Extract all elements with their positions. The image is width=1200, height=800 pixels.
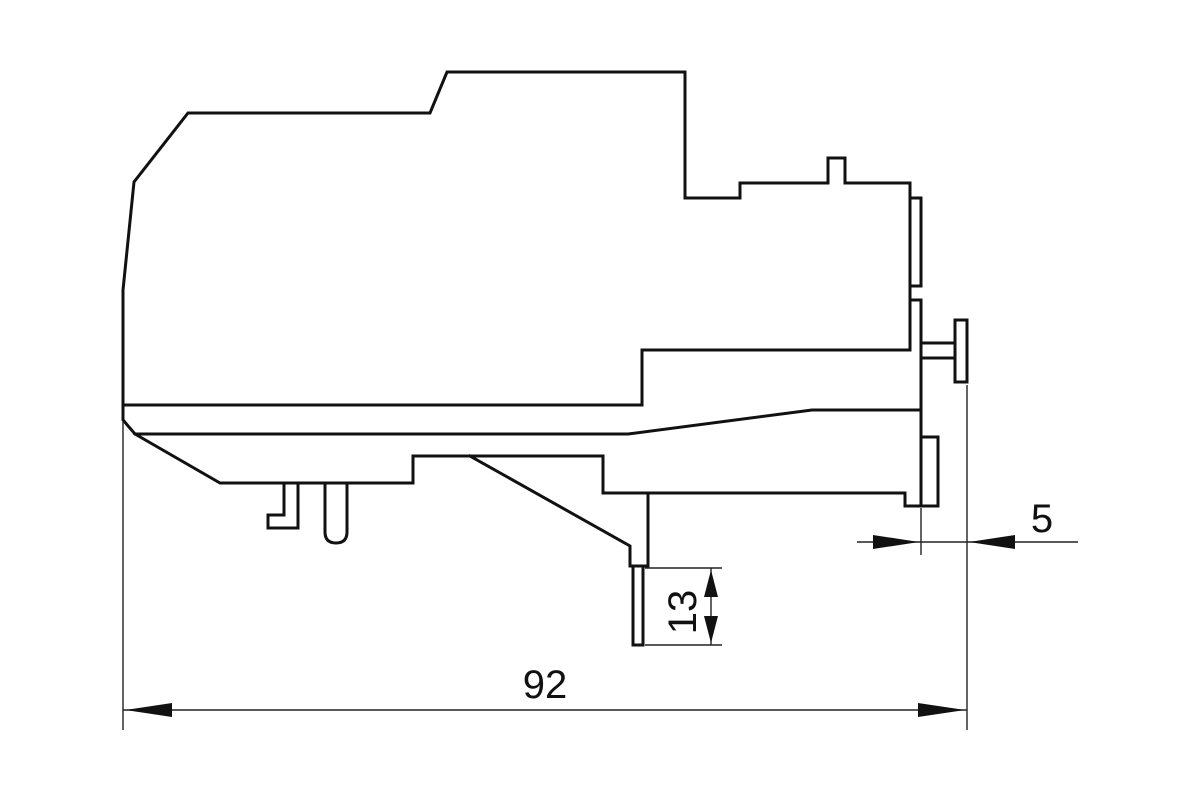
reset-button-cap [953,318,969,384]
right-lower-notch [919,408,940,508]
diagonal-brace [467,453,650,568]
pin-height-label: 13 [661,590,705,635]
reset-button-stem [921,341,957,360]
right-mid-notch [908,298,923,410]
upper-housing [121,70,912,407]
lower-base [132,431,923,508]
relay-body [121,70,969,647]
width-arrow-left [125,703,172,717]
dimension-width: 92 [122,385,968,730]
terminal-pin [631,564,645,647]
connector-leg-hook [266,481,300,530]
width-label: 92 [523,663,568,707]
dimension-pin-height: 13 [645,567,722,646]
pin-arrow-bottom [704,616,718,643]
middle-band [121,403,923,436]
offset-arrow-right [969,535,1015,549]
dimension-offset: 5 [857,497,1078,555]
right-upper-notch [908,196,923,288]
width-arrow-right [918,703,965,717]
connector-leg-round [323,481,349,545]
offset-label: 5 [1031,497,1053,541]
pin-arrow-top [704,570,718,597]
offset-arrow-left [873,535,919,549]
